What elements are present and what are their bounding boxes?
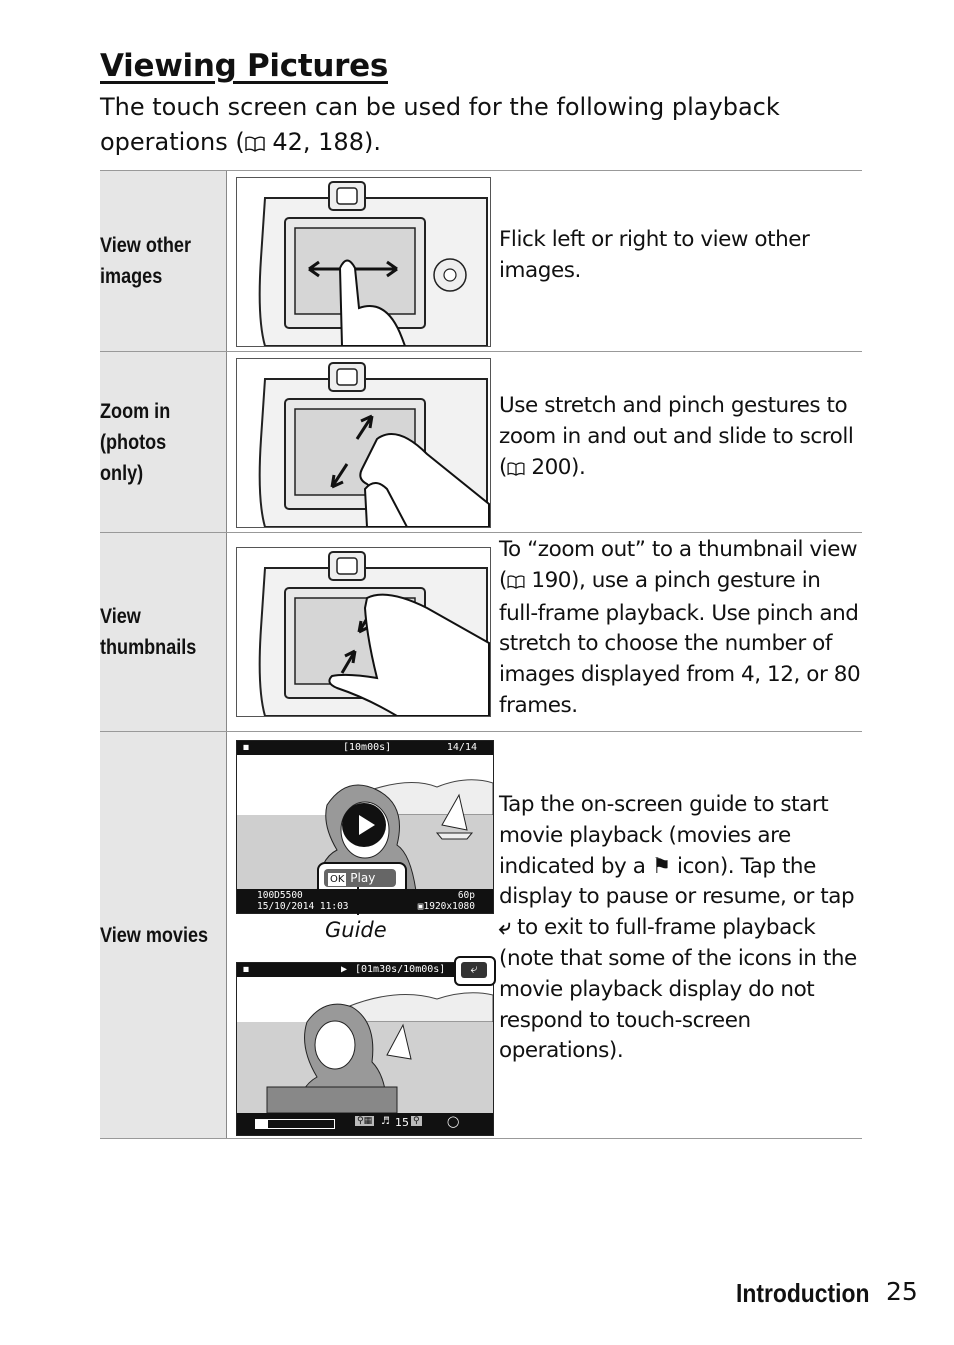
- progress-fill: [256, 1120, 268, 1128]
- movie-icon: ◼: [243, 964, 250, 975]
- description-text: 200).: [524, 454, 586, 480]
- description-text: Use stretch and pinch gestures to zoom i…: [499, 393, 854, 480]
- playback-info-bar: ◼ ▶ [01m30s/10m00s]: [237, 963, 493, 977]
- row-label: View movies: [100, 923, 209, 947]
- row-description: Tap the on-screen guide to start movie p…: [499, 790, 861, 1067]
- intro-paragraph: The touch screen can be used for the fol…: [100, 90, 820, 162]
- return-icon: ⤶: [499, 915, 511, 941]
- play-icon[interactable]: [342, 803, 386, 847]
- frame-size-value: 1920x1080: [423, 901, 475, 912]
- movie-frame-screen: ◼ [10m00s] 14/14: [236, 740, 494, 942]
- ok-play-button[interactable]: OK Play: [324, 869, 396, 887]
- page-number: 25: [886, 1277, 918, 1306]
- book-reference-icon: [507, 455, 525, 486]
- row-description: To “zoom out” to a thumbnail view ( 190)…: [499, 535, 861, 722]
- row-label: View thumbnails: [100, 605, 197, 659]
- frame-rate: 60p: [457, 890, 475, 901]
- movie-icon: ◼: [243, 742, 250, 753]
- book-reference-icon: [245, 127, 265, 162]
- gesture-table: View other images Flick left or right to…: [100, 170, 862, 1139]
- table-row: Zoom in (photos only) Use stretch and pi…: [100, 352, 862, 533]
- table-row: View thumbnails To “zoom out” to a thumb…: [100, 533, 862, 732]
- playback-controls-bar: ⚲▦ ♬ 15 ⚲ ◯: [237, 1113, 493, 1135]
- return-button[interactable]: ⤶: [454, 956, 496, 986]
- description-text: 190), use a pinch gesture in full-frame …: [499, 567, 861, 718]
- date-time: 15/10/2014 11:03: [257, 901, 349, 912]
- description-text: To “zoom out” to a thumbnail view (: [499, 537, 858, 593]
- table-row: View movies ◼ [10m00s] 14/14: [100, 732, 862, 1139]
- row-label-cell: View other images: [100, 171, 227, 351]
- row-label-cell: Zoom in (photos only): [100, 352, 227, 532]
- progress-bar: [255, 1119, 335, 1129]
- intro-refs: 42, 188).: [264, 128, 381, 156]
- folder-file: 100D5500: [257, 890, 303, 901]
- movie-length: [10m00s]: [343, 742, 392, 753]
- row-description: Use stretch and pinch gestures to zoom i…: [499, 391, 861, 485]
- movie-status-bar: 100D5500 15/10/2014 11:03 60p ▣1920x1080: [237, 889, 493, 913]
- movie-icon: ⚑: [651, 853, 671, 879]
- volume-icon: ♬: [381, 1116, 390, 1127]
- movie-info-bar: ◼ [10m00s] 14/14: [237, 741, 493, 755]
- zoom-out-icon: ⚲▦: [355, 1116, 375, 1126]
- movie-playback-screen: ◼ ▶ [01m30s/10m00s] ⚲▦: [236, 956, 496, 1136]
- volume-level: 15: [395, 1116, 409, 1129]
- ok-key-icon: OK: [328, 873, 347, 886]
- row-label: View other images: [100, 234, 191, 288]
- frame-count: 14/14: [446, 742, 477, 753]
- play-status-icon: ▶: [341, 964, 348, 975]
- camera-flick-illustration: [236, 177, 491, 351]
- frame-size: ▣1920x1080: [417, 901, 475, 912]
- table-row: View other images Flick left or right to…: [100, 171, 862, 352]
- play-label: Play: [350, 871, 376, 885]
- camera-pinch-illustration: [236, 547, 491, 721]
- row-label-cell: View thumbnails: [100, 533, 227, 731]
- page-title: Viewing Pictures: [100, 48, 388, 84]
- intro-text: The touch screen can be used for the fol…: [100, 93, 780, 156]
- row-label-cell: View movies: [100, 732, 227, 1138]
- camera-stretch-illustration: [236, 358, 491, 532]
- multi-selector-icon: ◯: [447, 1115, 460, 1128]
- guide-label: Guide: [325, 918, 387, 942]
- book-reference-icon: [507, 568, 525, 599]
- row-description: Flick left or right to view other images…: [499, 227, 810, 283]
- guide-leader-line: [357, 887, 359, 915]
- description-text: icon). Tap the display to pause or resum…: [499, 853, 855, 910]
- return-icon: ⤶: [461, 962, 487, 978]
- zoom-in-icon: ⚲: [411, 1116, 422, 1126]
- playback-progress: [01m30s/10m00s]: [355, 964, 446, 975]
- description-text: Tap the on-screen guide to start movie p…: [499, 792, 829, 879]
- description-text: to exit to full-frame playback (note tha…: [499, 915, 857, 1064]
- section-name: Introduction: [736, 1278, 870, 1308]
- row-label: Zoom in (photos only): [100, 399, 171, 485]
